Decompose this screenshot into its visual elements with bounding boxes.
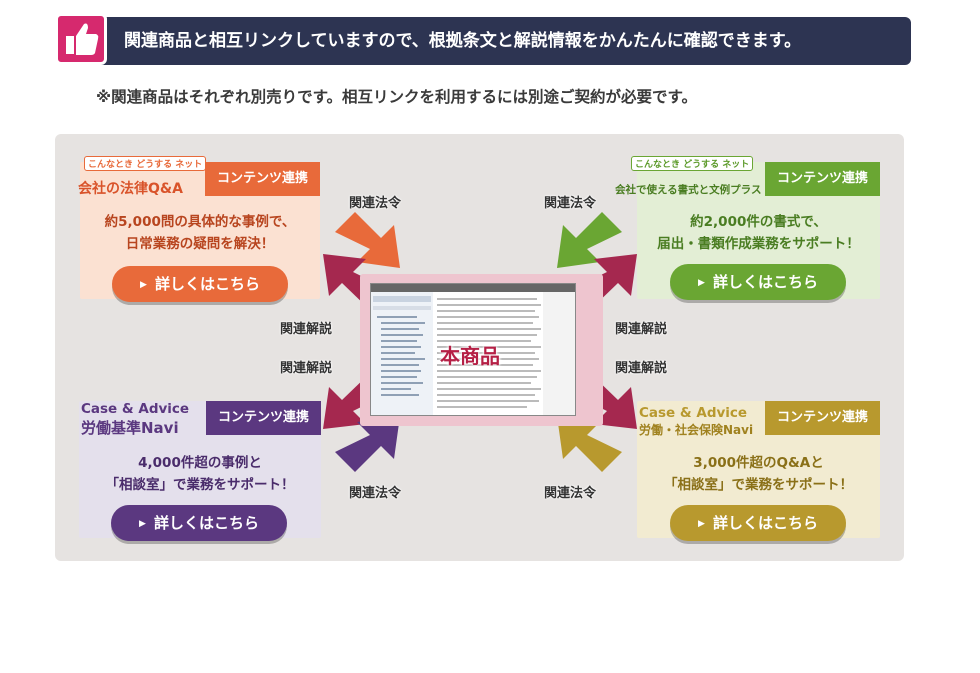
note-text: ※関連商品はそれぞれ別売りです。相互リンクを利用するには別途ご契約が必要です。 — [96, 88, 697, 106]
card-desc-line2: 「相談室」で業務をサポート！ — [105, 477, 295, 493]
card-desc-line1: 3,000件超のQ&Aと — [693, 455, 824, 471]
play-icon: ▶ — [698, 278, 705, 288]
center-product-label: 本商品 — [440, 344, 500, 368]
details-button[interactable]: ▶ 詳しくはこちら — [111, 505, 287, 541]
details-button-label: 詳しくはこちら — [153, 514, 259, 532]
card-desc-line2: 「相談室」で業務をサポート！ — [664, 477, 853, 493]
card-tag: コンテンツ連携 — [206, 401, 321, 435]
card-labor-social-insurance-navi: Case & Advice 労働・社会保険Navi コンテンツ連携 3,000件… — [637, 401, 880, 541]
label-law-br: 関連法令 — [544, 486, 597, 501]
card-logo-small: こんなとき どうする ネット — [84, 156, 207, 171]
details-button[interactable]: ▶ 詳しくはこちら — [670, 264, 846, 300]
details-button[interactable]: ▶ 詳しくはこちら — [670, 505, 846, 541]
card-desc-line1: 4,000件超の事例と — [138, 455, 262, 471]
header-banner: 関連商品と相互リンクしていますので、根拠条文と解説情報をかんたんに確認できます。 — [58, 17, 911, 65]
card-logo-small: Case & Advice — [639, 405, 748, 421]
label-commentary-br: 関連解説 — [615, 361, 668, 376]
details-button-label: 詳しくはこちら — [712, 514, 818, 532]
label-law-tr: 関連法令 — [544, 196, 597, 211]
card-logo-main: 会社で使える書式と文例プラス — [615, 184, 762, 196]
product-screenshot — [370, 283, 576, 416]
card-logo-small: Case & Advice — [81, 401, 190, 417]
arrow-law-br — [557, 416, 622, 472]
card-tag: コンテンツ連携 — [765, 401, 880, 435]
card-desc-line2: 届出・書類作成業務をサポート！ — [657, 236, 860, 252]
label-commentary-tl: 関連解説 — [280, 322, 333, 337]
card-desc-line1: 約5,000問の具体的な事例で、 — [104, 214, 296, 230]
details-button-label: 詳しくはこちら — [154, 275, 260, 293]
card-desc-line1: 約2,000件の書式で、 — [690, 214, 827, 230]
card-desc-line2: 日常業務の疑問を解決！ — [125, 236, 275, 252]
label-commentary-tr: 関連解説 — [615, 322, 668, 337]
card-forms-plus: こんなとき どうする ネット 会社で使える書式と文例プラス コンテンツ連携 約2… — [615, 156, 880, 300]
card-tag: コンテンツ連携 — [205, 162, 320, 196]
arrow-law-tr — [557, 212, 622, 268]
card-logo-main: 労働基準Navi — [81, 419, 179, 437]
play-icon: ▶ — [140, 280, 147, 290]
card-logo-small: こんなとき どうする ネット — [631, 156, 754, 171]
thumbs-up-icon — [55, 13, 107, 65]
banner-text: 関連商品と相互リンクしていますので、根拠条文と解説情報をかんたんに確認できます。 — [124, 31, 802, 51]
play-icon: ▶ — [139, 519, 146, 529]
label-law-bl: 関連法令 — [349, 486, 402, 501]
card-logo-main: 労働・社会保険Navi — [639, 423, 754, 437]
label-law-tl: 関連法令 — [349, 196, 402, 211]
card-tag: コンテンツ連携 — [765, 162, 880, 196]
arrow-law-bl — [335, 416, 400, 472]
label-commentary-bl: 関連解説 — [280, 361, 333, 376]
play-icon: ▶ — [698, 519, 705, 529]
arrow-law-tl — [335, 212, 400, 268]
details-button-label: 詳しくはこちら — [712, 273, 818, 291]
card-logo-main: 会社の法律Q&A — [78, 181, 183, 197]
card-labor-standards-navi: Case & Advice 労働基準Navi コンテンツ連携 4,000件超の事… — [79, 401, 321, 541]
details-button[interactable]: ▶ 詳しくはこちら — [112, 266, 288, 302]
card-law-qa: こんなとき どうする ネット 会社の法律Q&A コンテンツ連携 約5,000問の… — [78, 156, 320, 302]
